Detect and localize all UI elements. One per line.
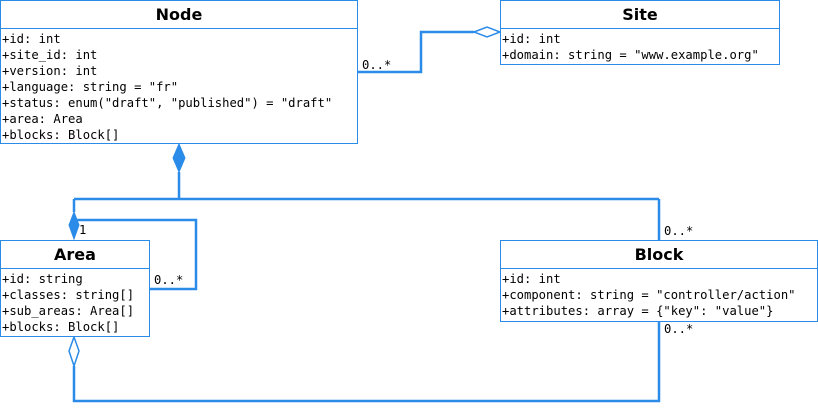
area-aggregation-diamond [68,334,80,369]
node-site-association-line [357,30,474,74]
site-class[interactable]: Site +id: int +domain: string = "www.exa… [500,0,780,65]
node-block-multiplicity: 0..* [664,224,694,238]
node-attribute: +version: int [2,64,98,78]
node-attribute: +site_id: int [2,48,98,62]
block-area-association-line [72,322,661,403]
area-attribute: +blocks: Block[] [2,320,120,334]
node-attribute: +language: string = "fr" [2,80,179,94]
area-class-title: Area [1,241,149,269]
node-composition-diamond [172,142,186,174]
area-attribute: +id: string [2,272,83,286]
area-self-many-multiplicity: 0..* [154,273,184,287]
node-attribute: +id: int [2,32,61,46]
site-attribute: +id: int [502,32,561,46]
area-attributes: +id: string +classes: string[] +sub_area… [1,269,149,335]
block-attribute: +attributes: array = {"key": "value"} [502,304,774,318]
site-aggregation-diamond [471,26,503,38]
site-attribute: +domain: string = "www.example.org" [502,48,759,62]
block-attributes: +id: int +component: string = "controlle… [501,269,817,319]
node-class[interactable]: Node +id: int +site_id: int +version: in… [0,0,358,144]
node-class-title: Node [1,1,357,29]
block-attribute: +id: int [502,272,561,286]
area-class[interactable]: Area +id: string +classes: string[] +sub… [0,240,150,337]
node-attribute: +area: Area [2,112,83,126]
block-area-multiplicity: 0..* [664,322,694,336]
site-class-title: Site [501,1,779,29]
block-attribute: +component: string = "controller/action" [502,288,796,302]
area-self-one-multiplicity: 1 [79,223,87,237]
area-attribute: +classes: string[] [2,288,135,302]
node-attribute: +status: enum("draft", "published") = "d… [2,96,333,110]
block-class[interactable]: Block +id: int +component: string = "con… [500,240,818,322]
node-site-multiplicity: 0..* [362,58,392,72]
site-attributes: +id: int +domain: string = "www.example.… [501,29,779,63]
area-self-association-line [74,218,198,291]
block-class-title: Block [501,241,817,269]
node-attributes: +id: int +site_id: int +version: int +la… [1,29,357,143]
area-composition-diamond [68,210,80,241]
area-attribute: +sub_areas: Area[] [2,304,135,318]
node-attribute: +blocks: Block[] [2,128,120,142]
